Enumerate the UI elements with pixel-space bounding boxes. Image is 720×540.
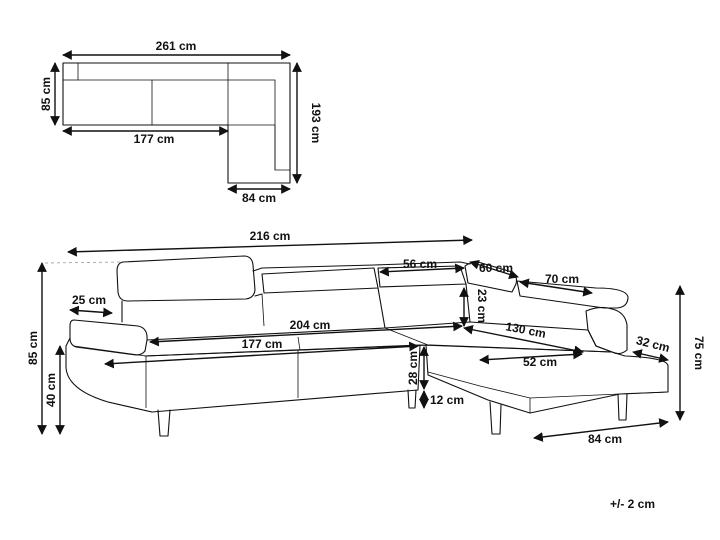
dim-line-177-persp [104,341,419,369]
leg-chaise-front [489,401,502,435]
label-60: 60 cm [479,261,513,275]
dim-line-216 [67,235,473,257]
dim-line-70 [519,278,593,297]
label-28: 28 cm [406,351,420,385]
label-177-top: 177 cm [134,132,175,146]
dim-line-204 [149,321,463,347]
label-25: 25 cm [72,293,106,307]
dim-line-130 [463,324,584,356]
height-guide-dashed [44,261,123,264]
leg-front-mid [407,389,417,409]
chaise-back-cushion [585,306,628,355]
label-23: 23 cm [475,289,489,323]
middle-headrest [261,267,379,294]
label-216: 216 cm [250,229,291,243]
leg-chaise-back [617,393,628,421]
dim-line-84-persp [533,418,669,442]
tolerance-note: +/- 2 cm [610,497,656,511]
label-177-persp: 177 cm [242,337,283,351]
label-261: 261 cm [156,39,197,53]
dim-line-52 [479,349,583,365]
label-84-top: 84 cm [242,191,276,205]
dim-line-60 [469,259,519,280]
label-40: 40 cm [44,373,58,407]
sofa-front-body [65,337,421,413]
top-view-outline [62,62,291,184]
chaise-headrest [516,280,629,309]
label-193: 193 cm [309,103,323,144]
dim-line-56 [379,263,465,277]
top-view-backrest-line [77,63,290,171]
label-12: 12 cm [430,393,464,407]
backrest [121,283,471,329]
label-70: 70 cm [545,272,579,286]
label-52: 52 cm [523,355,557,369]
label-85-persp: 85 cm [26,331,40,365]
dim-line-32 [632,349,669,363]
label-85-top: 85 cm [39,77,53,111]
label-56: 56 cm [403,257,437,271]
label-204: 204 cm [290,318,331,332]
left-armrest [69,319,148,356]
label-32: 32 cm [635,333,671,355]
leg-front-left [157,409,171,437]
perspective-view: 216 cm 56 cm 60 cm 70 cm 25 cm 204 cm 23… [26,229,706,446]
left-headrest [116,255,256,302]
top-view: 261 cm 85 cm 177 cm 193 cm 84 cm [39,39,323,205]
dim-line-25 [69,305,113,318]
label-84-persp: 84 cm [588,432,622,446]
backrest-top [252,261,471,272]
label-75: 75 cm [692,336,706,370]
